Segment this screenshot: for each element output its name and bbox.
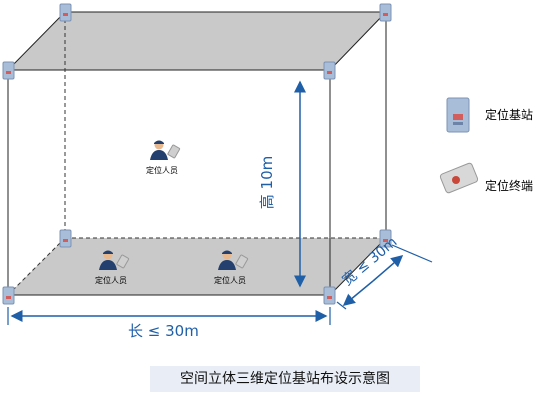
person-label: 定位人员 bbox=[214, 276, 246, 285]
base-station-icon bbox=[379, 229, 392, 248]
base-station-icon bbox=[59, 3, 72, 22]
length-dimension-label: 长 ≤ 30m bbox=[128, 322, 199, 340]
width-tick bbox=[391, 244, 433, 263]
base-station-icon bbox=[2, 286, 15, 305]
base-station-icon bbox=[323, 286, 336, 305]
width-tick bbox=[336, 301, 347, 310]
person-icon bbox=[218, 250, 249, 270]
base-station-icon bbox=[2, 61, 15, 80]
base-station-icon bbox=[379, 3, 392, 22]
legend-base-station-icon bbox=[446, 97, 470, 133]
person-icon bbox=[150, 140, 181, 160]
diagram-caption: 空间立体三维定位基站布设示意图 bbox=[150, 366, 420, 392]
floor-plane bbox=[8, 238, 386, 295]
height-dimension-label: 高 10m bbox=[258, 155, 277, 210]
person-label: 定位人员 bbox=[146, 166, 178, 175]
legend-terminal-icon bbox=[439, 162, 479, 194]
person-label: 定位人员 bbox=[95, 276, 127, 285]
person-icon bbox=[99, 250, 130, 270]
width-arrow bbox=[342, 280, 374, 306]
box-edge bbox=[329, 237, 387, 296]
legend-terminal-label: 定位终端 bbox=[485, 179, 534, 193]
width-arrow bbox=[372, 255, 404, 282]
base-station-icon bbox=[59, 229, 72, 248]
base-station-icon bbox=[323, 61, 336, 80]
legend-base-station-label: 定位基站 bbox=[485, 108, 534, 122]
